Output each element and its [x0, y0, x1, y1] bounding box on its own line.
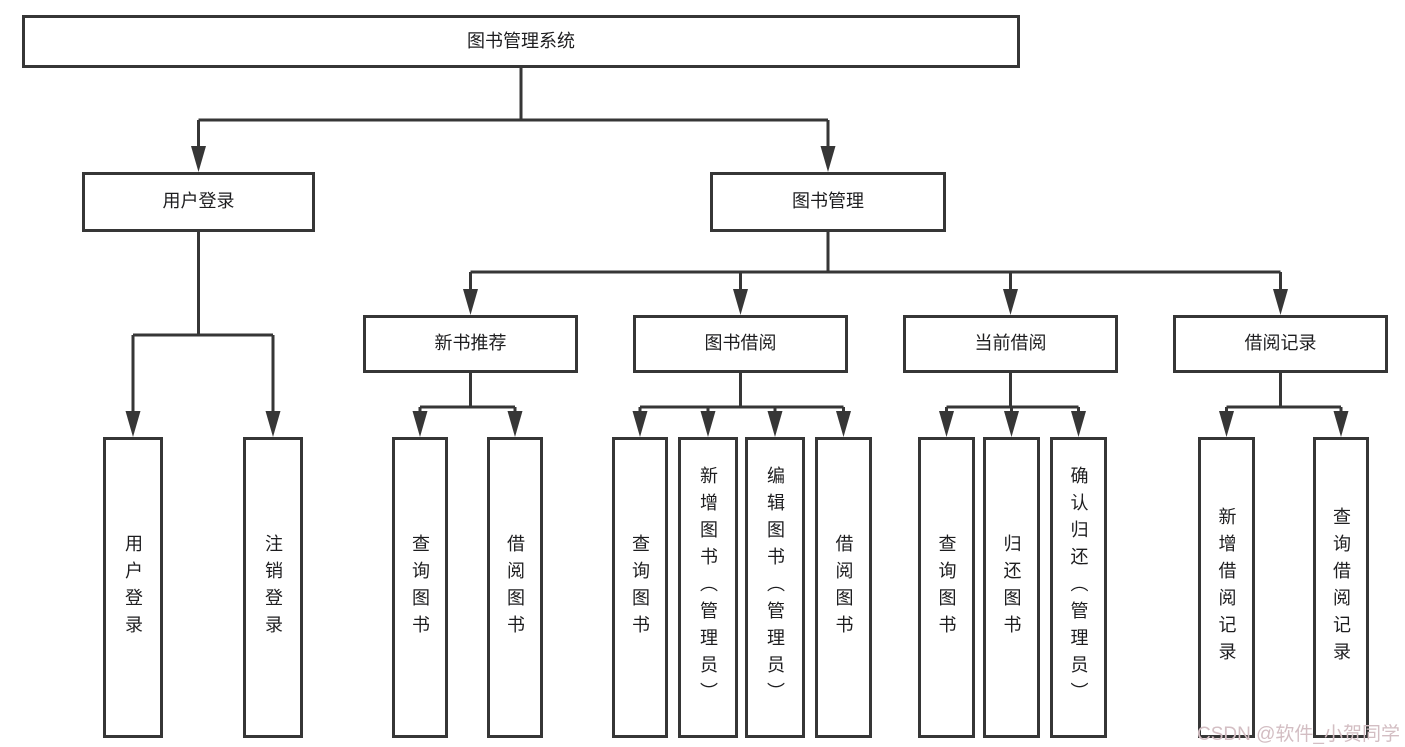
csdn-watermark: CSDN @软件_小贺同学 [1197, 724, 1400, 745]
node-borrow-records: 借阅记录 [1173, 315, 1388, 373]
leaf-borrow-book-recommend: 借阅图书 [487, 437, 543, 738]
leaf-query-book-borrow: 查询图书 [612, 437, 668, 738]
leaf-borrow-book-borrow: 借阅图书 [815, 437, 872, 738]
node-current-borrow: 当前借阅 [903, 315, 1118, 373]
leaf-return-book: 归还图书 [983, 437, 1040, 738]
arrowheads [125, 146, 1349, 437]
leaf-logout: 注销登录 [243, 437, 303, 738]
node-user-login: 用户登录 [82, 172, 315, 232]
leaf-confirm-return-admin: 确认归还（管理员） [1050, 437, 1107, 738]
node-root: 图书管理系统 [22, 15, 1020, 68]
leaf-user-login: 用户登录 [103, 437, 163, 738]
leaf-query-book-recommend: 查询图书 [392, 437, 448, 738]
leaf-query-borrow-record: 查询借阅记录 [1313, 437, 1369, 738]
leaf-add-borrow-record: 新增借阅记录 [1198, 437, 1255, 738]
leaf-edit-book-admin: 编辑图书（管理员） [745, 437, 805, 738]
node-book-borrow: 图书借阅 [633, 315, 848, 373]
leaf-query-book-current: 查询图书 [918, 437, 975, 738]
node-new-book-recommend: 新书推荐 [363, 315, 578, 373]
node-book-management: 图书管理 [710, 172, 946, 232]
leaf-add-book-admin: 新增图书（管理员） [678, 437, 738, 738]
